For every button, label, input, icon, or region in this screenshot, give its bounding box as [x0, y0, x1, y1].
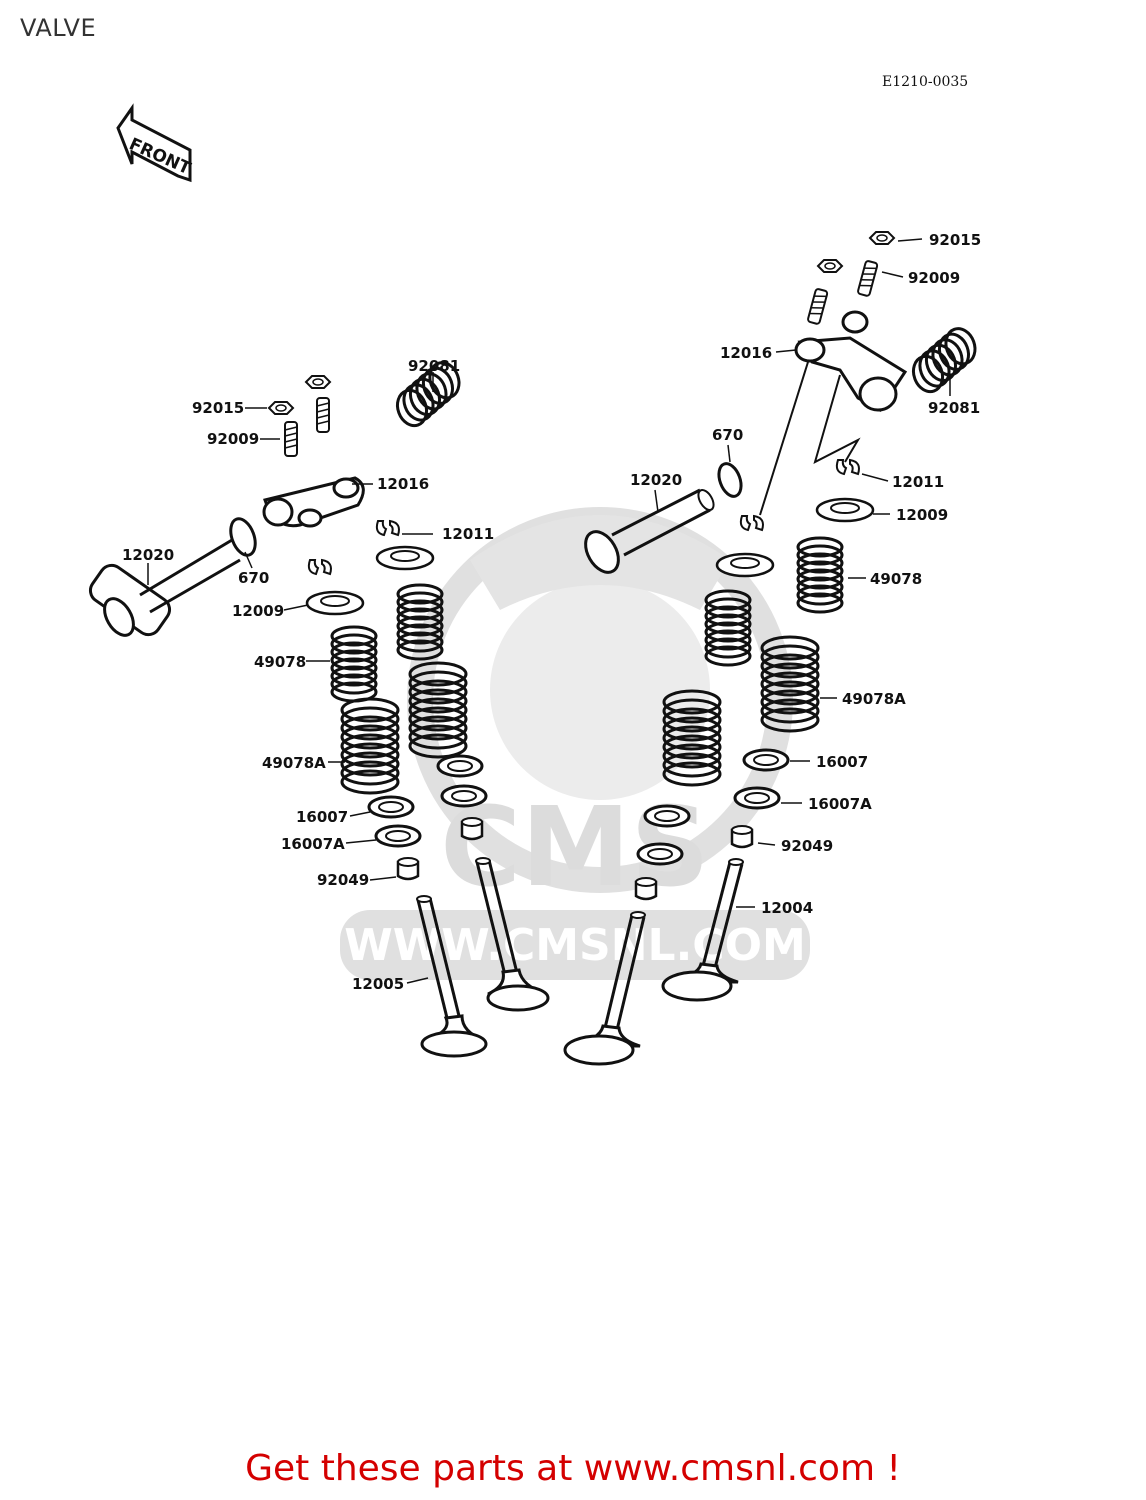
part-label-12004: 12004: [761, 899, 813, 917]
part-label-49078A-left: 49078A: [262, 754, 326, 772]
part-label-92015-right: 92015: [929, 231, 981, 249]
part-label-92049-left: 92049: [317, 871, 369, 889]
part-label-12009-right: 12009: [896, 506, 948, 524]
part-label-92009-left: 92009: [207, 430, 259, 448]
page-title: VALVE: [20, 14, 97, 42]
part-label-670-left: 670: [238, 569, 269, 587]
part-label-92015-left: 92015: [192, 399, 244, 417]
part-label-49078A-right: 49078A: [842, 690, 906, 708]
part-label-12016-left: 12016: [377, 475, 429, 493]
part-label-92049-right: 92049: [781, 837, 833, 855]
part-label-16007-left: 16007: [296, 808, 348, 826]
part-label-92009-right: 92009: [908, 269, 960, 287]
part-label-12020-right: 12020: [630, 471, 682, 489]
part-label-12011-right: 12011: [892, 473, 944, 491]
part-label-12009-left: 12009: [232, 602, 284, 620]
left-valve-assembly: [88, 361, 550, 1058]
part-label-49078-left: 49078: [254, 653, 306, 671]
leader-lines: [147, 238, 951, 984]
part-label-670-right: 670: [712, 426, 743, 444]
part-label-12005: 12005: [352, 975, 404, 993]
right-valve-assembly: [563, 231, 977, 1066]
promo-link[interactable]: Get these parts at www.cmsnl.com !: [245, 1448, 901, 1489]
part-label-92081-right: 92081: [928, 399, 980, 417]
part-label-16007A-right: 16007A: [808, 795, 872, 813]
front-arrow-icon: FRONT: [116, 103, 194, 183]
diagram-code: E1210-0035: [882, 74, 969, 90]
part-label-16007A-left: 16007A: [281, 835, 345, 853]
part-label-12016-right: 12016: [720, 344, 772, 362]
part-label-16007-right: 16007: [816, 753, 868, 771]
watermark-url: WWW.CMSNL.COM: [344, 920, 806, 971]
part-label-12011-left: 12011: [442, 525, 494, 543]
part-label-92081-left: 92081: [408, 357, 460, 375]
part-label-12020-left: 12020: [122, 546, 174, 564]
part-label-49078-right: 49078: [870, 570, 922, 588]
